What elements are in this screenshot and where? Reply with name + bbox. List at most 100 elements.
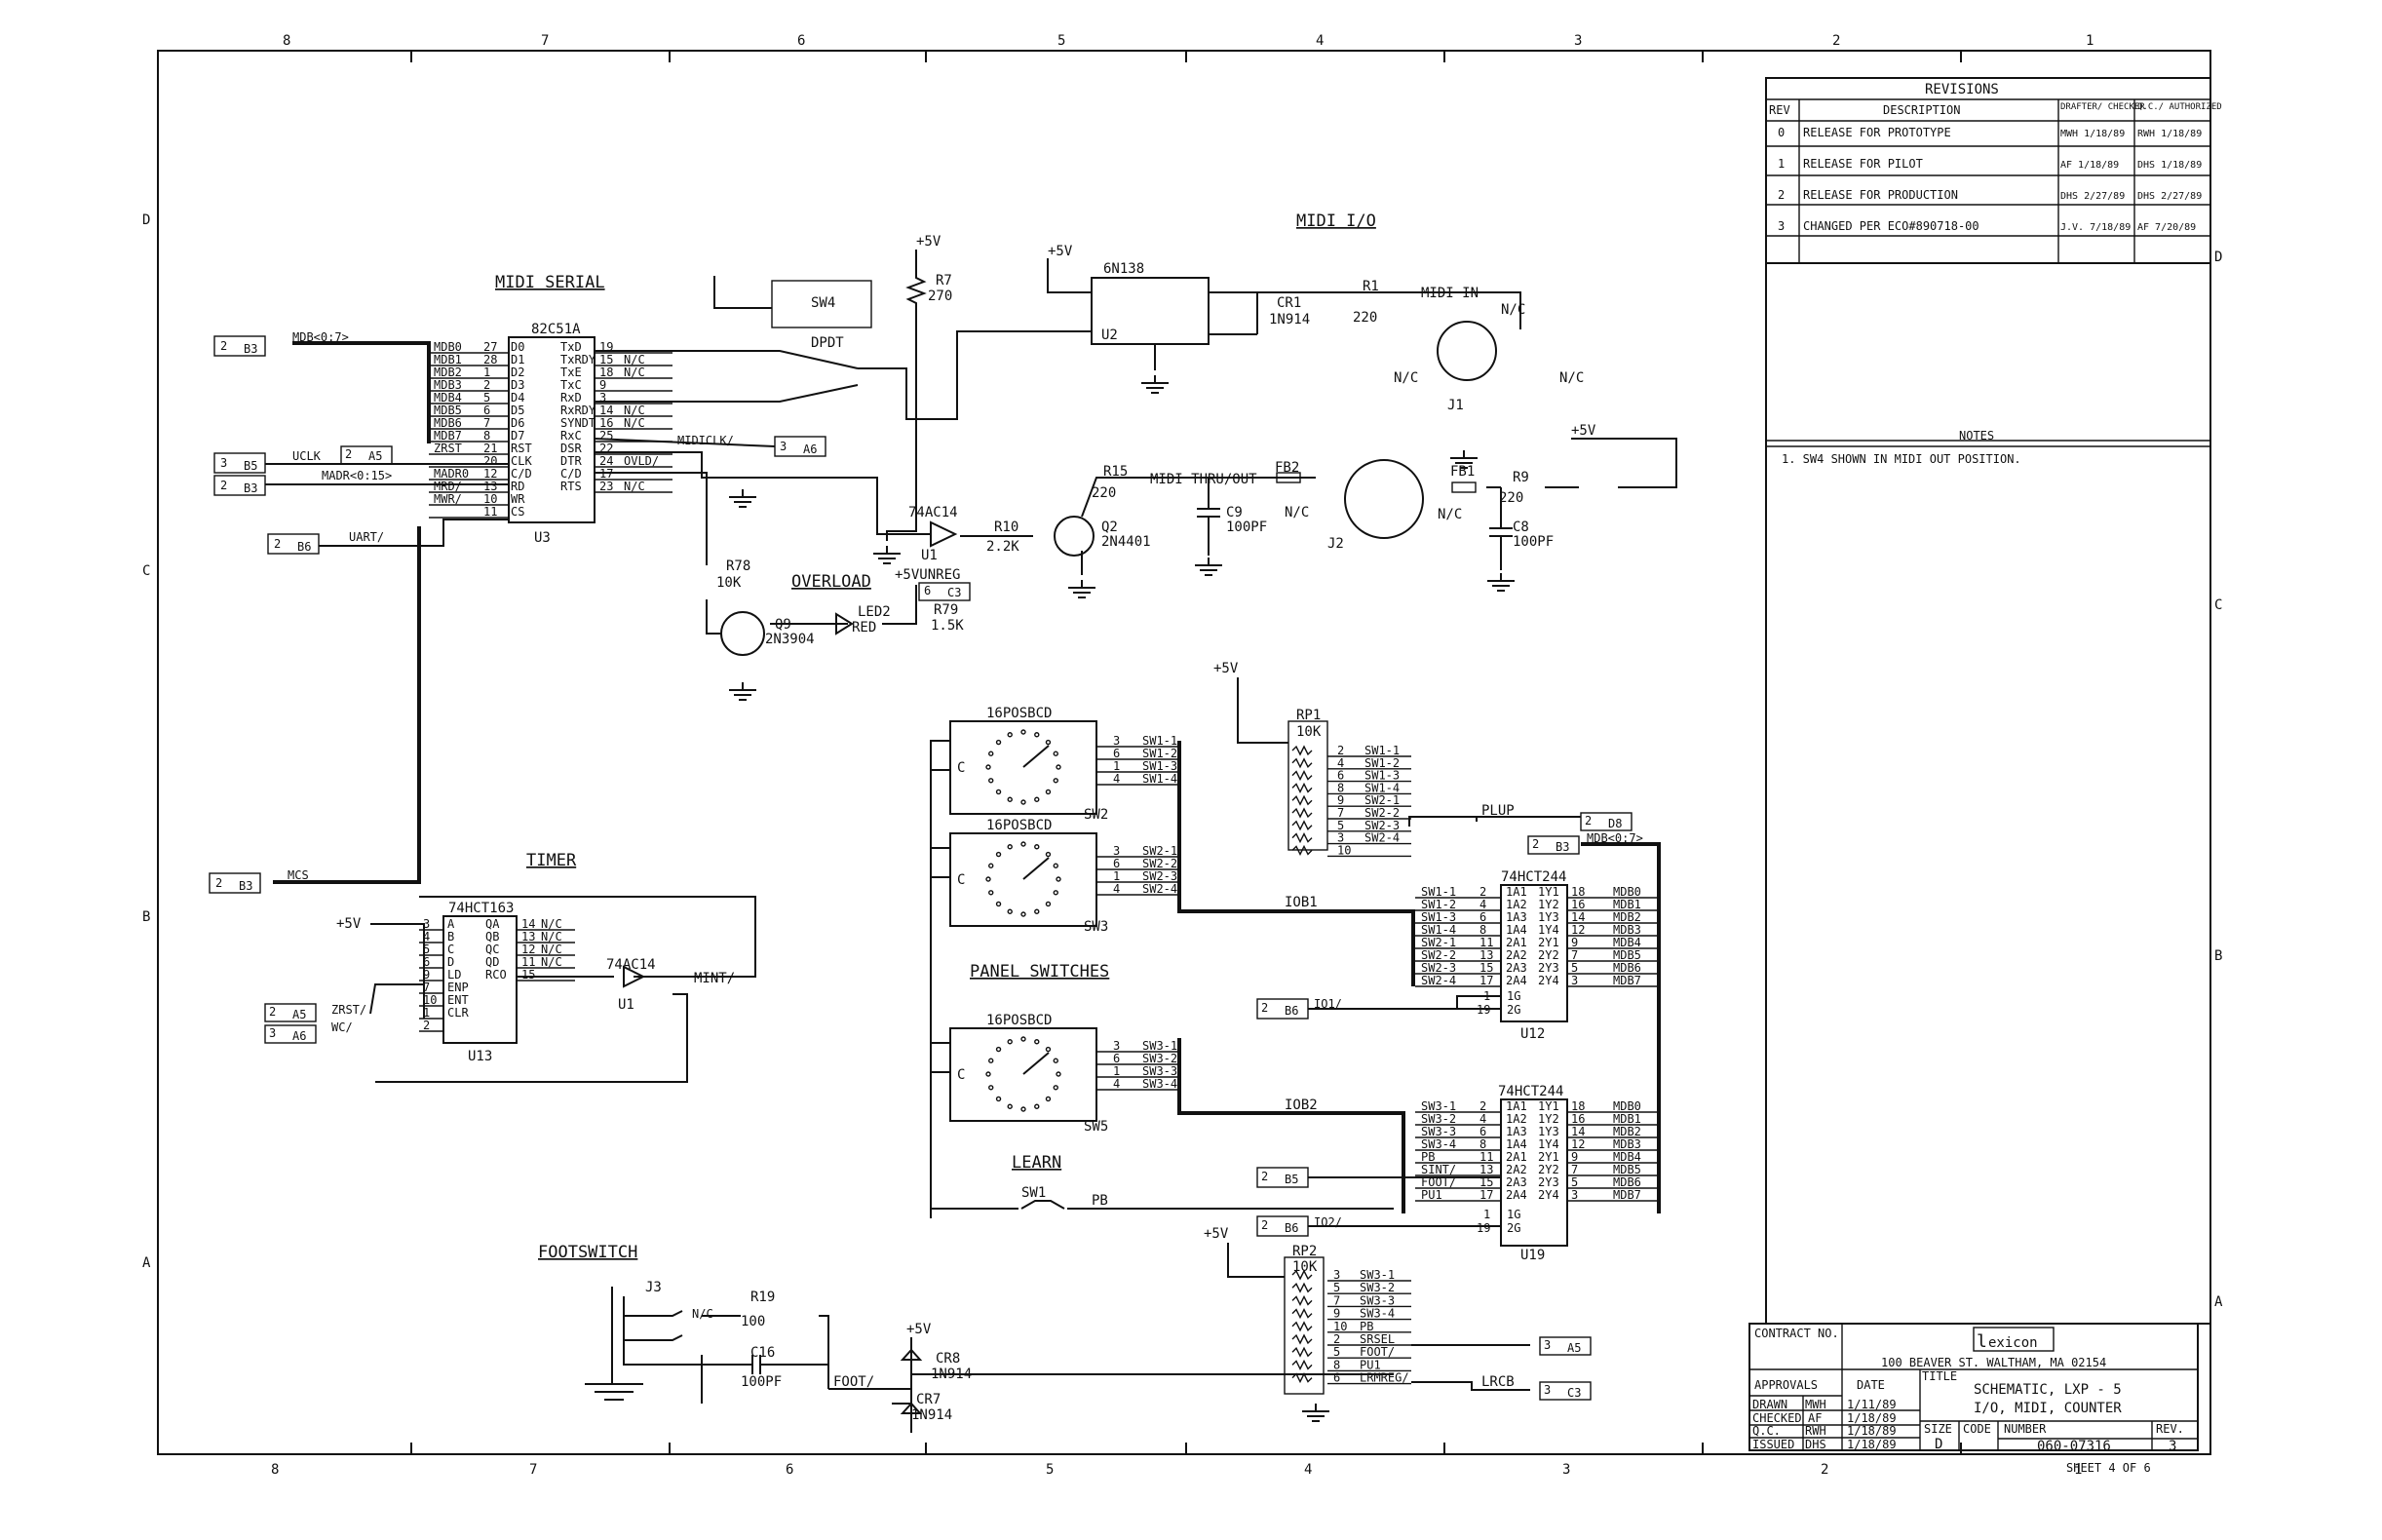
u13-part: 74HCT163	[448, 901, 514, 916]
bcd-pin-net: SW1-1	[1142, 734, 1177, 748]
u13-pin-number: 10	[423, 993, 437, 1007]
rp-resistor	[1291, 770, 1313, 782]
net-label: MADR<0:15>	[322, 469, 392, 482]
mcs-bus	[273, 526, 421, 884]
u3-pin-function: CS	[511, 505, 524, 519]
rev-h-rev: REV	[1769, 103, 1790, 117]
ground-symbol	[1068, 580, 1095, 598]
j2-ref: J2	[1327, 536, 1344, 552]
u13-body	[442, 915, 518, 1044]
offpage-io1: 2 B6 IO1/	[1256, 997, 1413, 1020]
u13-pin-function: LD	[447, 968, 461, 982]
u13-pin-function: ENP	[447, 981, 469, 994]
offpage-box	[264, 1024, 317, 1044]
u3-pin-net: MDB0	[434, 340, 462, 354]
u13-pin-function: C	[447, 943, 454, 956]
u13-ref: U13	[468, 1049, 492, 1064]
u3-pin-number: 9	[599, 378, 606, 392]
u3-pin-net: MDB4	[434, 391, 462, 404]
led2-ref: LED2	[858, 604, 891, 620]
bcd-position-dot	[988, 751, 994, 756]
bcd-position-dot	[985, 1071, 991, 1077]
rp-resistor	[1291, 1282, 1313, 1293]
tb-grid	[1749, 1324, 2198, 1450]
bcd-position-dot	[1020, 729, 1026, 735]
offpage-zone: B6	[1285, 1004, 1298, 1018]
u13-pin-net: N/C	[541, 930, 562, 943]
bcd-position-dot	[1053, 778, 1058, 784]
buffer-input-pin: 4	[1479, 898, 1486, 911]
bcd-common-label: C	[957, 1067, 965, 1083]
rp-pin-net: SW3-3	[1360, 1293, 1395, 1307]
offpage-midiclk: MIDICLK/ 3 A6	[594, 434, 826, 457]
offpage-box	[1539, 1336, 1592, 1356]
buffer-input-fn: 1A1	[1506, 885, 1527, 899]
rp-pin-net: SW1-4	[1364, 781, 1400, 794]
r10-ref: R10	[994, 520, 1018, 535]
bcd-pin-number: 3	[1113, 844, 1120, 858]
rp-pin-number: 3	[1337, 831, 1344, 845]
u13-pin-number: 3	[423, 917, 430, 931]
offpage-plup: PLUP 2 D8	[1477, 803, 1633, 831]
u3-pin-function: DTR	[560, 454, 582, 468]
rev-drafter: AF 1/18/89	[2060, 160, 2119, 171]
title-midi-io: MIDI I/O	[1296, 212, 1376, 231]
timer-wiring	[369, 896, 756, 1083]
buffer-output-net: MDB4	[1613, 936, 1641, 949]
u3-pin-function: SYNDT	[560, 416, 596, 430]
tb-checked: CHECKED	[1752, 1411, 1802, 1425]
zone-top-label: 5	[1057, 33, 1065, 49]
buffer-output-net: MDB0	[1613, 885, 1641, 899]
midi-in-label: MIDI IN	[1421, 286, 1479, 301]
offpage-ref: 2	[1261, 1170, 1268, 1183]
u3-pin-function: D4	[511, 391, 524, 404]
cr1-ref: CR1	[1277, 295, 1301, 311]
u3-pin-function: D1	[511, 353, 524, 366]
offpage-box	[264, 1003, 317, 1022]
zone-right-label: B	[2214, 948, 2222, 964]
u3-pin-net: MDB6	[434, 416, 462, 430]
title-panel-switches: PANEL SWITCHES	[970, 962, 1109, 982]
bcd-position-dot	[1007, 732, 1013, 738]
bcd-position-dot	[995, 851, 1002, 858]
q2-transistor	[1054, 516, 1095, 557]
iob2-label: IOB2	[1285, 1097, 1318, 1113]
bcd-rotor	[1022, 857, 1050, 880]
sw2-ref: SW2	[1084, 807, 1108, 823]
p5v-foot: +5V	[906, 1322, 932, 1337]
buffer-output-pin: 7	[1571, 1163, 1578, 1176]
net-label: UCLK	[292, 449, 322, 463]
title-learn: LEARN	[1012, 1153, 1061, 1173]
net-label: MCS	[288, 868, 309, 882]
midi-thru-wiring	[595, 438, 1677, 575]
bcd-position-dot	[1034, 908, 1040, 914]
buffer-output-net: MDB5	[1613, 1163, 1641, 1176]
buffer-input-pin: 8	[1479, 1137, 1486, 1151]
sw5-type: 16POSBCD	[986, 1013, 1052, 1028]
rp-resistor	[1291, 1294, 1313, 1306]
rp-pin-net: SW1-1	[1364, 744, 1400, 757]
buffer-input-fn: 1A3	[1506, 910, 1527, 924]
rev-description: CHANGED PER ECO#890718-00	[1803, 219, 1979, 233]
bcd-rotor	[1022, 1052, 1050, 1075]
tb-drawn-date: 1/11/89	[1847, 1398, 1897, 1411]
offpage-ref: 3	[220, 456, 227, 470]
offpage-uclk: 3 B5 UCLK 2 A5	[213, 445, 509, 474]
u13-pin-net: N/C	[541, 917, 562, 931]
p5v-timer: +5V	[336, 916, 362, 932]
tb-issued: ISSUED	[1752, 1438, 1794, 1451]
rp2-wiring	[1227, 1243, 1530, 1391]
bcd-position-dot	[1045, 851, 1052, 858]
net-label: PLUP	[1481, 803, 1515, 819]
zone-bottom-label: 5	[1046, 1462, 1054, 1478]
buffer-input-net: SW1-1	[1421, 885, 1456, 899]
r78-ref: R78	[726, 558, 750, 574]
rp-pin-number: 6	[1333, 1371, 1340, 1385]
bcd-position-dot	[988, 890, 994, 896]
u3-pin-number: 3	[599, 391, 606, 404]
buffer-input-pin: 15	[1479, 1175, 1493, 1189]
u3-pin-function: D7	[511, 429, 524, 443]
zone-right-label: C	[2214, 597, 2222, 613]
p5v-r7: +5V	[916, 234, 941, 250]
